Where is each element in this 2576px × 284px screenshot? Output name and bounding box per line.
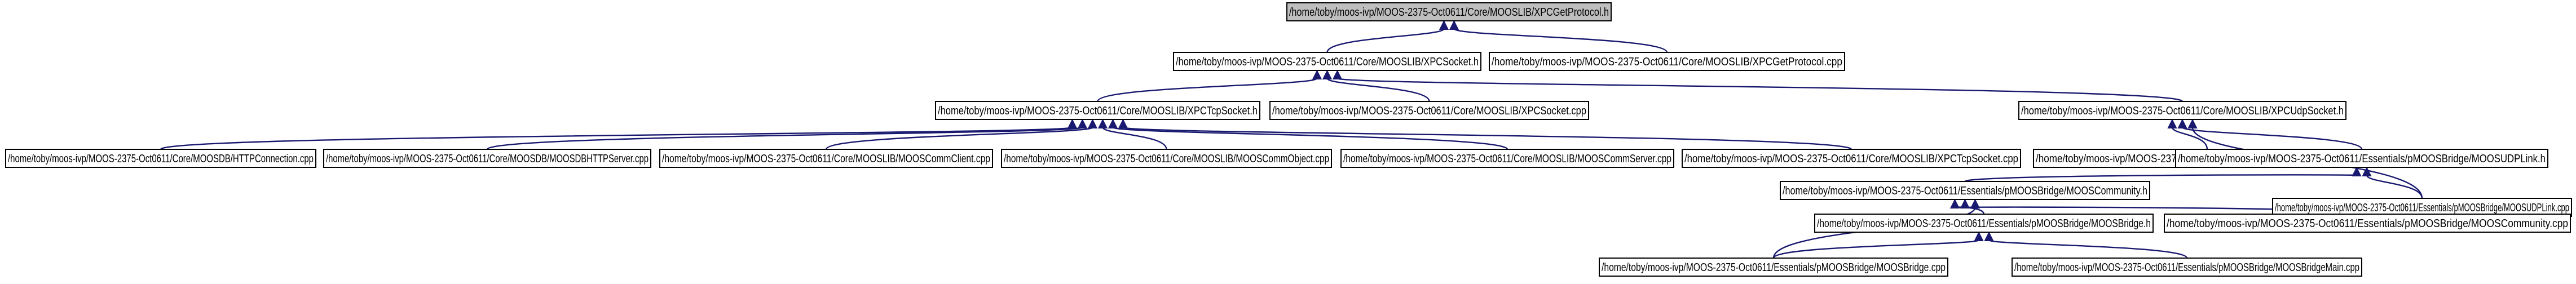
file-node-box [2018,101,2346,120]
file-node-box [1173,52,1481,71]
file-node-label: /home/toby/moos-ivp/MOOS-2375-Oct0611/Co… [8,153,314,165]
edges-layer [160,20,2423,259]
file-node-label: /home/toby/moos-ivp/MOOS-2375-Oct0611/Es… [1602,261,1946,274]
arrowhead-n12-to-n5 [2167,118,2177,128]
file-node[interactable]: /home/toby/moos-ivp/MOOS-2375-Oct0611/Es… [2175,149,2548,168]
nodes-layer: /home/toby/moos-ivp/MOOS-2375-Oct0611/Co… [5,2,2572,277]
file-node-box [2164,214,2571,233]
arrowhead-n19-to-n16 [1984,231,1994,241]
file-node-box [1682,149,2021,168]
arrowhead-n15-to-n13 [2362,166,2372,176]
edge-n9-to-n3 [1102,127,1167,150]
arrowhead-n16-to-n14 [1949,198,1960,208]
arrowhead-n4-to-n1 [1322,69,1333,79]
file-node[interactable]: /home/toby/moos-ivp/MOOS-2375-Oct0611/Co… [1340,149,1674,168]
edge-n14-to-n13 [1964,174,2358,183]
file-node-label: /home/toby/moos-ivp/MOOS-2375-Oct0611/Co… [1289,6,1609,19]
file-node-box [1001,149,1332,168]
file-node-box [1489,52,1845,71]
edge-n10-to-n3 [1112,126,1508,150]
file-node-box [1599,258,1948,277]
file-node[interactable]: /home/toby/moos-ivp/MOOS-2375-Oct0611/Co… [1173,52,1481,71]
file-node-label: /home/toby/moos-ivp/MOOS-2375-Oct0611/Co… [1176,56,1479,68]
edge-n11-to-n3 [1122,126,1852,150]
arrowhead-n15-to-n5 [2187,118,2198,128]
file-node-label: /home/toby/moos-ivp/MOOS-2375-Oct0611/Co… [326,153,649,165]
file-node-label: /home/toby/moos-ivp/MOOS-2375-Oct0611/Co… [1343,153,1671,165]
file-node-box [935,101,1260,120]
file-node[interactable]: /home/toby/moos-ivp/MOOS-2375-Oct0611/Es… [1814,214,2154,233]
file-node-label: /home/toby/moos-ivp/MOOS-2375-Oct0611/Co… [1684,153,2018,165]
edge-n2-to-n0 [1453,28,1668,53]
file-node[interactable]: /home/toby/moos-ivp/MOOS-2375-Oct0611/Es… [1599,258,1948,277]
file-node-label: /home/toby/moos-ivp/MOOS-2375-Oct0611/Es… [2275,202,2569,214]
file-node[interactable]: /home/toby/moos-ivp/MOOS-2375-Oct0611/Co… [935,101,1260,120]
edge-n4-to-n1 [1326,77,1430,102]
edge-n3-to-n1 [1097,77,1318,102]
arrowhead-n9-to-n3 [1097,118,1108,128]
arrowhead-n6-to-n3 [1067,118,1078,128]
file-node[interactable]: /home/toby/moos-ivp/MOOS-2375-Oct0611/Co… [323,149,651,168]
edge-n19-to-n16 [1988,239,2188,259]
file-node[interactable]: /home/toby/moos-ivp/MOOS-2375-Oct0611/Co… [5,149,316,168]
file-node-label: /home/toby/moos-ivp/MOOS-2375-Oct0611/Co… [1004,153,1329,165]
arrowhead-n13-to-n5 [2177,118,2187,128]
root-file-node: /home/toby/moos-ivp/MOOS-2375-Oct0611/Co… [1286,2,1612,21]
file-node-label: /home/toby/moos-ivp/MOOS-2375-Oct0611/Es… [1817,218,2151,230]
file-node[interactable]: /home/toby/moos-ivp/MOOS-2375-Oct0611/Co… [659,149,993,168]
file-node-box [1340,149,1674,168]
file-node-label: /home/toby/moos-ivp/MOOS-2375-Oct0611/Co… [662,153,990,165]
file-node-label: /home/toby/moos-ivp/MOOS-2375-Oct0611/Co… [2021,105,2344,117]
file-node[interactable]: /home/toby/moos-ivp/MOOS-2375-Oct0611/Co… [1682,149,2021,168]
edge-n5-to-n1 [1336,77,2184,103]
edge-n18-to-n16 [1772,239,1980,259]
file-node-box [5,149,316,168]
edge-n15-to-n13 [2366,175,2423,199]
arrowhead-n14-to-n13 [2352,166,2362,176]
file-node-box [1780,181,2150,200]
file-node-label: /home/toby/moos-ivp/MOOS-2375-Oct0611/Es… [1783,185,2147,197]
arrowhead-n3-to-n1 [1312,69,1322,79]
edge-n8-to-n3 [825,126,1093,150]
edge-n13-to-n5 [2181,126,2363,150]
arrowhead-n11-to-n3 [1118,118,1128,128]
arrowhead-n18-to-n14 [1970,198,1980,208]
file-node-label: /home/toby/moos-ivp/MOOS-2375-Oct0611/Co… [1492,56,1842,68]
file-node-box [659,149,993,168]
edge-n7-to-n3 [486,126,1083,150]
file-node-box [1269,101,1589,120]
edge-n1-to-n0 [1326,28,1445,53]
arrowhead-n8-to-n3 [1087,118,1098,128]
file-node[interactable]: /home/toby/moos-ivp/MOOS-2375-Oct0611/Es… [1780,181,2150,200]
file-node[interactable]: /home/toby/moos-ivp/MOOS-2375-Oct0611/Es… [2164,214,2571,233]
edge-n12-to-n5 [2171,127,2208,150]
file-node-label: /home/toby/moos-ivp/MOOS-2375-Oct0611/Es… [2178,153,2546,165]
file-node[interactable]: /home/toby/moos-ivp/MOOS-2375-Oct0611/Co… [2018,101,2346,120]
arrowhead-n17-to-n14 [1960,198,1970,208]
arrowhead-n2-to-n0 [1449,20,1459,30]
arrowhead-n7-to-n3 [1077,118,1088,128]
file-node-box [2012,258,2362,277]
file-node[interactable]: /home/toby/moos-ivp/MOOS-2375-Oct0611/Es… [2012,258,2362,277]
file-node-label: /home/toby/moos-ivp/MOOS-2375-Oct0611/Es… [2014,261,2359,274]
arrowhead-n18-to-n16 [1974,231,1984,241]
file-node[interactable]: /home/toby/moos-ivp/MOOS-2375-Oct0611/Co… [1269,101,1589,120]
arrowhead-n5-to-n1 [1332,69,1343,79]
file-node-box [1814,214,2154,233]
arrowhead-n10-to-n3 [1108,118,1118,128]
arrowhead-n1-to-n0 [1439,20,1449,30]
file-node-box [323,149,651,168]
file-node[interactable]: /home/toby/moos-ivp/MOOS-2375-Oct0611/Co… [1001,149,1332,168]
file-node-box [2175,149,2548,168]
file-node[interactable]: /home/toby/moos-ivp/MOOS-2375-Oct0611/Co… [1489,52,1845,71]
file-node-label: /home/toby/moos-ivp/MOOS-2375-Oct0611/Es… [2167,218,2568,230]
file-node-label: /home/toby/moos-ivp/MOOS-2375-Oct0611/Co… [938,105,1258,117]
file-node-box [1286,2,1612,21]
file-node-label: /home/toby/moos-ivp/MOOS-2375-Oct0611/Co… [1272,105,1586,117]
edge-n6-to-n3 [160,126,1073,150]
